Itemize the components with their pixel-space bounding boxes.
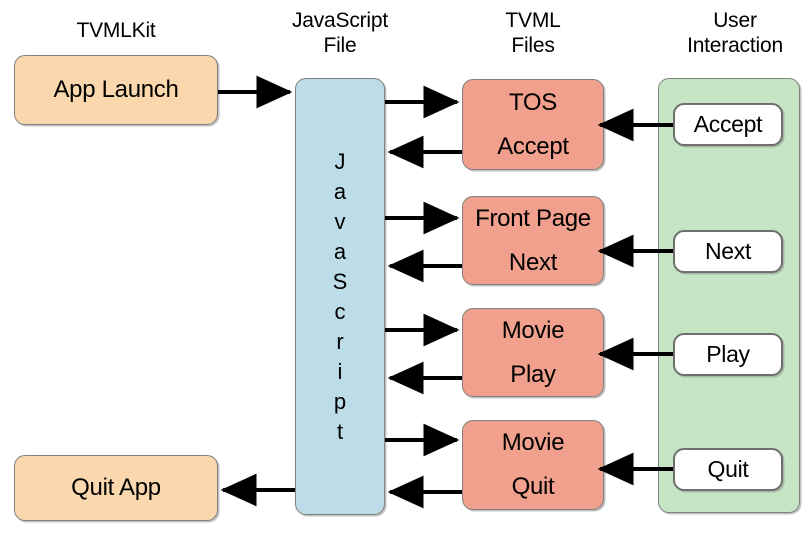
button-next[interactable]: Next (673, 230, 783, 273)
node-app-launch-label: App Launch (53, 76, 179, 103)
column-heading-tvml-files: TVML Files (433, 8, 633, 58)
js-letter: r (336, 328, 344, 354)
panel-user-interaction (658, 78, 800, 513)
button-play[interactable]: Play (673, 333, 783, 376)
button-play-label: Play (706, 341, 750, 367)
button-accept-label: Accept (693, 111, 763, 137)
column-heading-tvmlkit: TVMLKit (16, 18, 216, 43)
node-front-page-next-line2: Next (508, 248, 558, 276)
node-tos-accept[interactable]: TOS Accept (462, 79, 604, 170)
js-letter: v (334, 208, 346, 234)
js-letter: a (333, 178, 347, 204)
js-letter: J (334, 148, 346, 174)
node-movie-play-line2: Play (510, 360, 556, 388)
node-movie-quit[interactable]: Movie Quit (462, 420, 604, 510)
button-quit-label: Quit (707, 456, 749, 482)
node-movie-quit-line1: Movie (501, 429, 565, 456)
js-letter: S (332, 268, 348, 294)
javascript-vertical-label: J a v a S c r i p t (333, 147, 348, 447)
js-letter: i (337, 358, 343, 384)
column-heading-javascript-file-line1: JavaScript (291, 9, 389, 32)
js-letter: a (333, 238, 347, 264)
js-letter: p (333, 388, 347, 414)
node-quit-app-label: Quit App (71, 474, 161, 501)
column-heading-user-interaction-line1: User (713, 9, 757, 32)
node-tos-accept-line1: TOS (508, 88, 557, 116)
column-heading-tvmlkit-line1: TVMLKit (76, 19, 156, 42)
node-quit-app[interactable]: Quit App (14, 455, 218, 521)
column-heading-tvml-files-line2: Files (511, 34, 555, 57)
node-front-page-next[interactable]: Front Page Next (462, 196, 604, 285)
node-app-launch[interactable]: App Launch (14, 55, 218, 125)
column-heading-user-interaction-line2: Interaction (687, 34, 783, 57)
button-next-label: Next (704, 238, 752, 264)
node-front-page-next-line1: Front Page (475, 204, 591, 232)
column-heading-javascript-file-line2: File (323, 34, 357, 57)
js-letter: c (334, 298, 346, 324)
button-quit[interactable]: Quit (673, 448, 783, 491)
node-movie-play-line1: Movie (501, 316, 565, 344)
button-accept[interactable]: Accept (673, 103, 783, 146)
column-heading-tvml-files-line1: TVML (505, 9, 561, 32)
node-movie-play[interactable]: Movie Play (462, 308, 604, 397)
js-letter: t (336, 418, 344, 444)
node-movie-quit-line2: Quit (511, 473, 555, 500)
node-tos-accept-line2: Accept (497, 132, 569, 160)
column-heading-user-interaction: User Interaction (635, 8, 812, 58)
column-heading-javascript-file: JavaScript File (240, 8, 440, 58)
node-javascript-file[interactable]: J a v a S c r i p t (295, 78, 385, 515)
